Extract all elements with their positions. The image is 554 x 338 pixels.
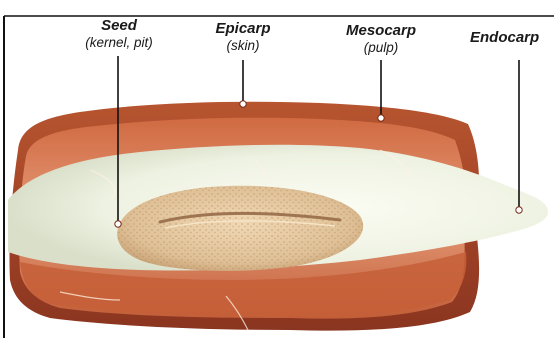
epicarp-label-sub: (skin)	[193, 39, 293, 53]
seed-label-sub: (kernel, pit)	[44, 36, 194, 50]
seed-marker-dot	[115, 221, 121, 227]
mesocarp-label-name: Mesocarp	[331, 23, 431, 39]
endocarp-marker-dot	[516, 207, 522, 213]
endocarp-label-name: Endocarp	[470, 30, 552, 46]
seed-label-name: Seed	[44, 18, 194, 34]
seed-label: Seed (kernel, pit)	[44, 18, 194, 50]
epicarp-label: Epicarp (skin)	[193, 21, 293, 53]
mesocarp-marker-dot	[378, 115, 384, 121]
mesocarp-label: Mesocarp (pulp)	[331, 23, 431, 55]
mesocarp-label-sub: (pulp)	[331, 41, 431, 55]
endocarp-label: Endocarp	[470, 30, 552, 46]
epicarp-marker-dot	[240, 101, 246, 107]
epicarp-label-name: Epicarp	[193, 21, 293, 37]
